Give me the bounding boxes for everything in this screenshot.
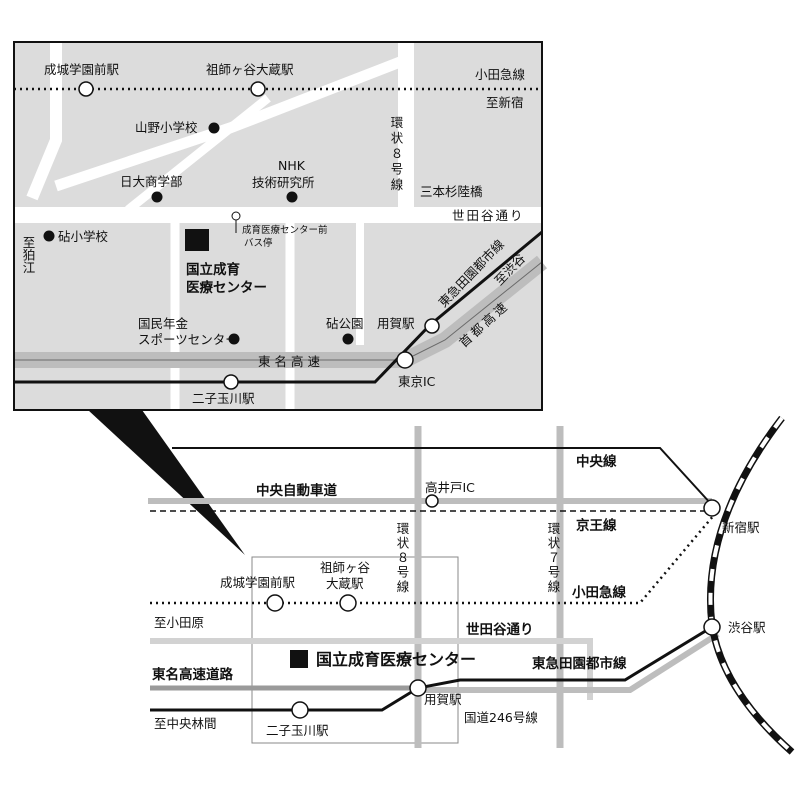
- label-futako-station-inset: 二子玉川駅: [192, 391, 255, 406]
- label-seijo-station: 成城学園前駅: [44, 62, 120, 77]
- label-sanbonsugi: 三本杉陸橋: [420, 184, 483, 199]
- rail-yamanote-line: [706, 415, 795, 755]
- label-tokyo-ic: 東京IC: [398, 374, 436, 389]
- label-yoga-station-overview: 用賀駅: [424, 692, 462, 707]
- station-yoga-marker: [424, 318, 440, 334]
- label-to-chuorinkan: 至中央林間: [154, 716, 217, 731]
- station-yoga-marker-overview: [409, 679, 427, 697]
- label-seijo-station-overview: 成城学園前駅: [220, 575, 296, 590]
- label-tomei-overview: 東名高速道路: [152, 666, 233, 683]
- rail-denentoshi-line: [150, 625, 713, 712]
- label-bus-stop-name: 成育医療センター前: [242, 224, 328, 236]
- label-sports-center: スポーツセンター: [138, 332, 238, 347]
- label-nichidai: 日大商学部: [120, 174, 183, 189]
- label-takaido-ic: 高井戸IC: [425, 480, 475, 495]
- station-futako-marker-overview: [291, 701, 309, 719]
- label-tomei-inset: 東名高速: [258, 354, 324, 369]
- station-seijo-marker: [78, 81, 94, 97]
- overview-map: 中央線 中央自動車道 高井戸IC 京王線 新宿駅 環状８号線 環状７号線 成城学…: [148, 415, 795, 755]
- inset-map: 成城学園前駅 祖師ヶ谷大蔵駅 小田急線 至新宿 山野小学校 日大商学部 NHK …: [13, 41, 548, 411]
- label-yoga-station-inset: 用賀駅: [377, 316, 415, 331]
- label-center-line2: 医療センター: [186, 279, 267, 296]
- poi-kinuta-elem-dot: [43, 230, 55, 242]
- label-kinuta-elem: 砧小学校: [58, 229, 109, 244]
- label-soshigaya-line2: 大蔵駅: [326, 576, 364, 591]
- label-denentoshi-overview: 東急田園都市線: [532, 655, 627, 672]
- inset-border: [13, 41, 543, 411]
- medical-center-marker: [185, 229, 209, 251]
- label-nhk: NHK: [278, 158, 306, 173]
- rail-chuo-line: [172, 447, 713, 506]
- inset-background: [14, 42, 542, 410]
- label-soshigaya-line1: 祖師ヶ谷: [320, 560, 371, 575]
- label-odakyu-line: 小田急線: [475, 67, 526, 82]
- label-keio-line: 京王線: [576, 517, 617, 534]
- label-sanno-school: 山野小学校: [135, 120, 198, 135]
- poi-nichidai-dot: [151, 191, 163, 203]
- label-to-shinjuku: 至新宿: [486, 95, 524, 110]
- label-kanjo8-overview: 環状８号線: [395, 522, 410, 595]
- label-setagaya-dori-inset: 世田谷通り: [452, 208, 525, 223]
- inset-area-frame: [251, 556, 459, 744]
- label-to-odawara: 至小田原: [154, 615, 204, 630]
- label-kanjo8-inset: 環状８号線: [389, 116, 404, 194]
- tomei-expressway-edge: [14, 261, 543, 361]
- label-bus-stop: バス停: [244, 237, 273, 249]
- label-center-overview: 国立成育医療センター: [316, 650, 476, 669]
- label-chuo-line: 中央線: [576, 453, 617, 470]
- station-shibuya-marker: [703, 618, 721, 636]
- label-center-line1: 国立成育: [186, 261, 240, 278]
- label-setagaya-dori-overview: 世田谷通り: [466, 621, 534, 638]
- label-nhk-lab: 技術研究所: [252, 175, 315, 190]
- station-futako-marker: [223, 374, 239, 390]
- takaido-ic-marker: [425, 494, 439, 508]
- rail-odakyu-line: [150, 514, 715, 605]
- station-shinjuku-marker: [703, 499, 721, 517]
- station-seijo-marker-overview: [266, 594, 284, 612]
- poi-kinuta-park-dot: [342, 333, 354, 345]
- label-nenkin: 国民年金: [138, 316, 189, 331]
- road-left-curve: [26, 42, 62, 201]
- poi-nhk-dot: [286, 191, 298, 203]
- label-kinuta-park: 砧公園: [326, 316, 364, 331]
- label-shibuya-station: 渋谷駅: [728, 620, 766, 635]
- station-soshigaya-marker: [250, 81, 266, 97]
- label-shinjuku-station: 新宿駅: [722, 520, 760, 535]
- poi-sanno-dot: [208, 122, 220, 134]
- label-futako-station-overview: 二子玉川駅: [266, 723, 329, 738]
- poi-nenkin-dot: [228, 333, 240, 345]
- inset-roads: [14, 42, 542, 410]
- station-soshigaya-marker-overview: [339, 594, 357, 612]
- label-route246: 国道246号線: [464, 710, 538, 725]
- label-soshigaya-station: 祖師ヶ谷大蔵駅: [206, 62, 294, 77]
- label-odakyu-overview: 小田急線: [572, 584, 626, 601]
- label-kanjo7: 環状７号線: [546, 522, 561, 595]
- road-diagonal-2: [125, 94, 271, 214]
- label-to-komae: 至狛江: [21, 236, 36, 274]
- medical-center-marker-overview: [290, 650, 308, 668]
- bus-stop-marker: [231, 211, 241, 221]
- label-chuo-expressway: 中央自動車道: [256, 482, 337, 499]
- callout-pointer: [88, 410, 245, 555]
- tokyo-ic-marker: [396, 351, 414, 369]
- road-route246: [418, 631, 720, 693]
